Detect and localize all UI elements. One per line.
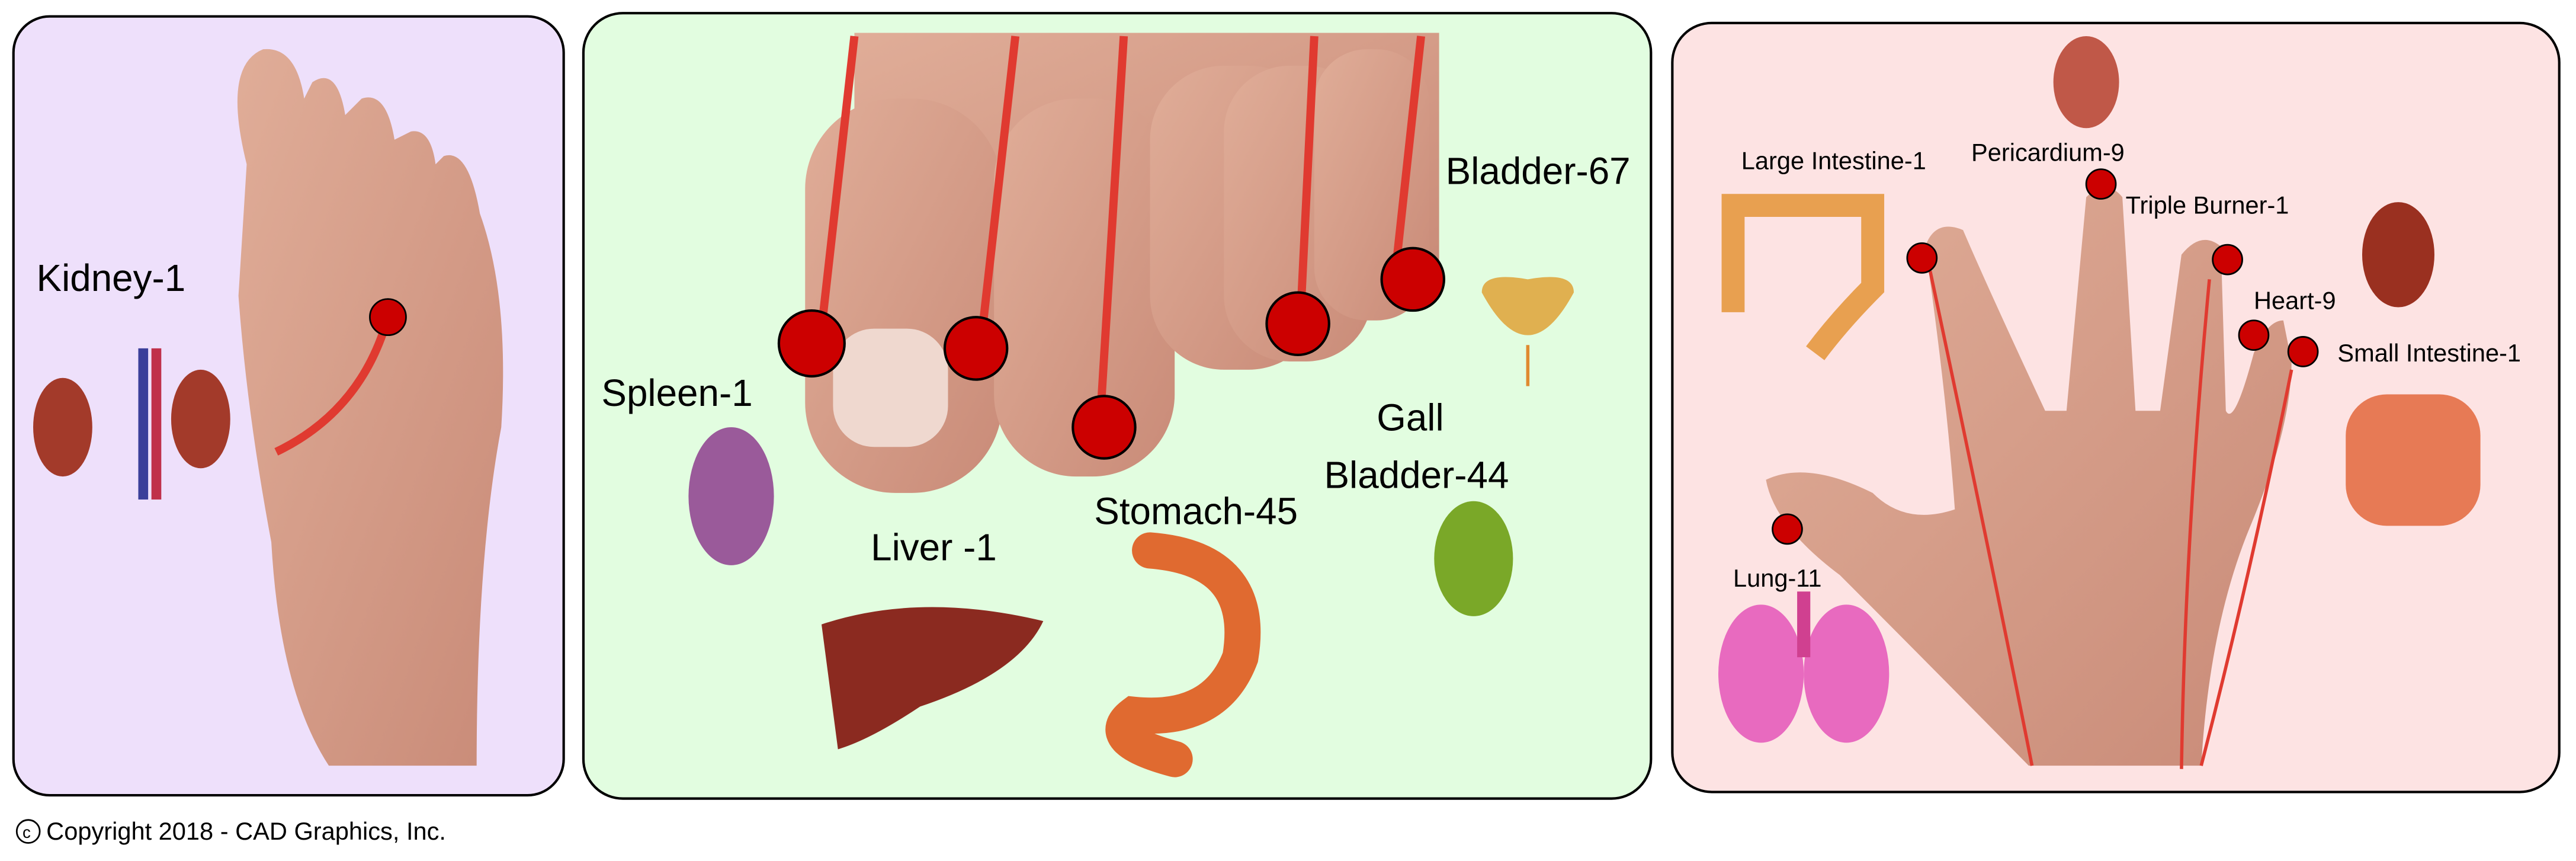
gall-bladder-44-point[interactable] [1265,291,1330,357]
foot-sole-panel: Kidney-1 [12,15,565,797]
stomach-45-point[interactable] [1072,395,1137,460]
lung-11-point[interactable] [1772,513,1803,545]
large-intestine-icon [1721,194,1885,360]
lung-11-label: Lung-11 [1733,564,1822,592]
stomach-45-label: Stomach-45 [1094,490,1298,533]
lungs-icon [1718,591,1890,743]
large-intestine-1-point[interactable] [1906,242,1938,274]
heart-icon [2362,202,2434,308]
stomach-icon [1105,532,1261,777]
toes-image [805,33,1439,493]
heart-9-point[interactable] [2238,319,2270,351]
hand-image [1766,187,2292,766]
bladder-icon [1481,277,1574,386]
spleen-1-point[interactable] [777,309,846,378]
foot-sole-image [237,49,503,766]
hand-panel: Large Intestine-1 Pericardium-9 Triple B… [1671,21,2561,793]
small-intestine-icon [2346,394,2481,526]
pericardium-9-point[interactable] [2085,168,2117,200]
spleen-1-label: Spleen-1 [601,372,752,414]
liver-1-point[interactable] [943,316,1009,381]
gall-label: Gall [1377,396,1443,439]
kidney-icon [33,348,230,500]
copyright-text: Copyright 2018 - CAD Graphics, Inc. [46,817,446,845]
kidney-1-point[interactable] [369,298,407,337]
pericardium-9-label: Pericardium-9 [1971,139,2125,167]
liver-1-label: Liver -1 [871,526,997,569]
bladder-44-label: Bladder-44 [1324,454,1509,497]
large-intestine-1-label: Large Intestine-1 [1741,147,1926,175]
copyright-footer: c Copyright 2018 - CAD Graphics, Inc. [15,817,446,845]
triple-burner-1-label: Triple Burner-1 [2126,191,2289,219]
bladder-67-label: Bladder-67 [1446,150,1631,193]
small-intestine-1-point[interactable] [2287,336,2319,367]
liver-icon [821,607,1044,750]
gallbladder-icon [1434,501,1513,616]
toes-panel: Spleen-1 Liver -1 Stomach-45 Gall Bladde… [582,12,1653,800]
small-intestine-1-label: Small Intestine-1 [2337,339,2521,367]
heart-9-label: Heart-9 [2254,286,2336,314]
spleen-icon [688,427,774,565]
kidney-1-label: Kidney-1 [37,257,186,299]
bladder-67-point[interactable] [1380,247,1446,312]
triple-burner-1-point[interactable] [2212,244,2243,276]
pericardium-icon [2053,36,2119,129]
copyright-symbol: c [23,823,31,841]
